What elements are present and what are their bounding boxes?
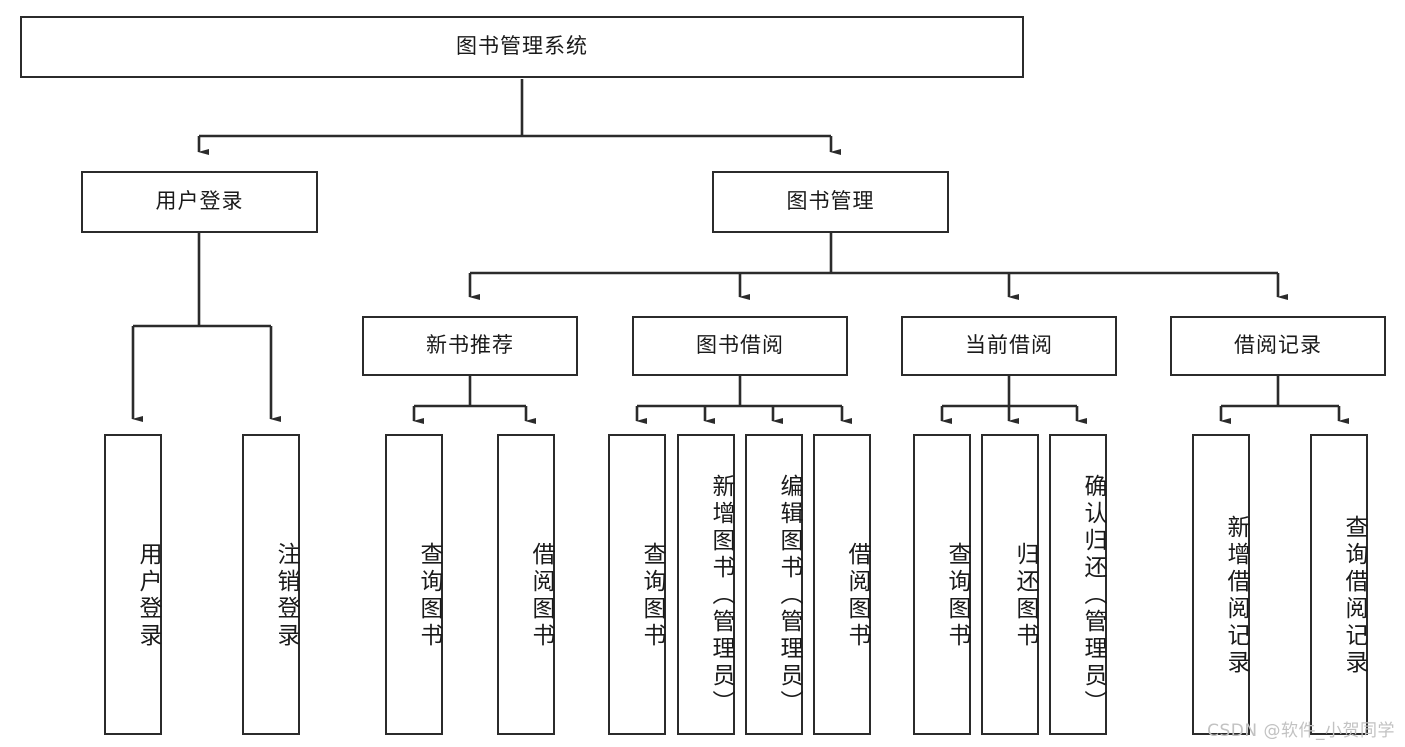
leaf-recommend-borrow-book[interactable]: 借阅图书	[497, 434, 555, 735]
leaf-record-query-record[interactable]: 查询借阅记录	[1310, 434, 1368, 735]
leaf-current-return-book[interactable]: 归还图书	[981, 434, 1039, 735]
node-user-login[interactable]: 用户登录	[81, 171, 318, 233]
csdn-watermark: CSDN @软件_小贺同学	[1207, 721, 1395, 741]
node-label: 确认归还（管理员）	[1080, 474, 1106, 717]
node-label: 新书推荐	[426, 333, 514, 358]
node-label: 图书借阅	[696, 333, 784, 358]
node-book-management[interactable]: 图书管理	[712, 171, 949, 233]
node-label: 查询图书	[639, 541, 665, 650]
node-label: 新增图书（管理员）	[708, 474, 734, 717]
node-label: 查询图书	[944, 541, 970, 650]
node-new-book-recommend[interactable]: 新书推荐	[362, 316, 578, 376]
node-label: 注销登录	[273, 541, 299, 650]
node-label: 借阅图书	[528, 541, 554, 650]
leaf-borrow-borrow-book[interactable]: 借阅图书	[813, 434, 871, 735]
node-label: 用户登录	[155, 189, 244, 214]
node-current-borrow[interactable]: 当前借阅	[901, 316, 1117, 376]
node-label: 图书管理系统	[456, 34, 588, 59]
leaf-current-confirm-return-admin[interactable]: 确认归还（管理员）	[1049, 434, 1107, 735]
node-book-borrow[interactable]: 图书借阅	[632, 316, 848, 376]
node-label: 查询图书	[416, 541, 442, 650]
node-label: 归还图书	[1012, 541, 1038, 650]
node-label: 当前借阅	[965, 333, 1053, 358]
node-label: 新增借阅记录	[1223, 514, 1249, 677]
leaf-current-query-book[interactable]: 查询图书	[913, 434, 971, 735]
leaf-recommend-query-book[interactable]: 查询图书	[385, 434, 443, 735]
leaf-borrow-edit-book-admin[interactable]: 编辑图书（管理员）	[745, 434, 803, 735]
node-label: 借阅图书	[844, 541, 870, 650]
node-label: 查询借阅记录	[1341, 514, 1367, 677]
leaf-user-login-login[interactable]: 用户登录	[104, 434, 162, 735]
leaf-borrow-add-book-admin[interactable]: 新增图书（管理员）	[677, 434, 735, 735]
leaf-user-login-logout[interactable]: 注销登录	[242, 434, 300, 735]
leaf-record-add-record[interactable]: 新增借阅记录	[1192, 434, 1250, 735]
node-label: 借阅记录	[1234, 333, 1322, 358]
node-borrow-record[interactable]: 借阅记录	[1170, 316, 1386, 376]
leaf-borrow-query-book[interactable]: 查询图书	[608, 434, 666, 735]
node-label: 图书管理	[786, 189, 875, 214]
node-root-library-system[interactable]: 图书管理系统	[20, 16, 1024, 78]
node-label: 用户登录	[135, 541, 161, 650]
node-label: 编辑图书（管理员）	[776, 474, 802, 717]
